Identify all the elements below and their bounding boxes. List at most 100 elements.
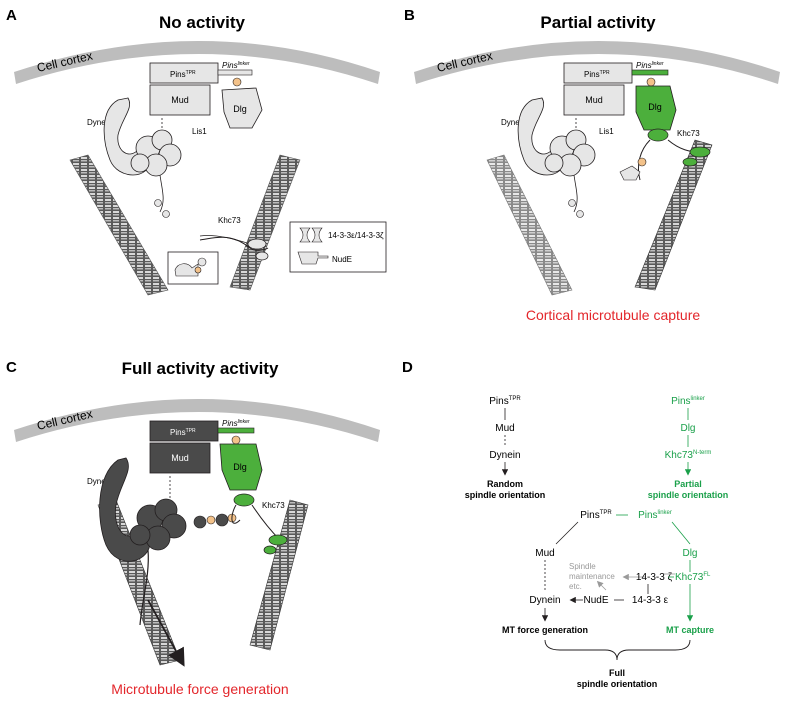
net-dynein: Dynein bbox=[529, 595, 560, 606]
nude-shape bbox=[619, 165, 641, 181]
panel-d: D PinsTPR Mud Dynein Random spindle orie… bbox=[402, 359, 728, 689]
dlg-label: Dlg bbox=[233, 104, 247, 114]
pins-linker-bar bbox=[631, 69, 669, 76]
dynein-label: Dynein bbox=[87, 118, 112, 127]
pins-linker-label: Pinslinker bbox=[222, 419, 250, 428]
mud-label: Mud bbox=[171, 95, 189, 105]
out-capture: MT capture bbox=[666, 625, 714, 635]
cortex-label: Cell cortex bbox=[36, 49, 94, 75]
khc73-head-1 bbox=[689, 146, 711, 158]
phospho-dot bbox=[232, 77, 242, 87]
dynein-head-2 bbox=[162, 210, 170, 218]
khc73-nterm bbox=[233, 493, 255, 507]
khc73-head-1 bbox=[247, 238, 267, 250]
net-edge-tpr-mud bbox=[555, 521, 579, 545]
panel-c-letter: C bbox=[6, 359, 17, 376]
force-arrow bbox=[147, 599, 185, 667]
khc73-label: Khc73 bbox=[262, 501, 285, 510]
microtubule-left bbox=[69, 154, 169, 296]
microtubule-right bbox=[249, 499, 309, 651]
dynein-head-2 bbox=[576, 210, 584, 218]
khc73-head-2 bbox=[255, 251, 269, 261]
khc73-coil-2 bbox=[251, 504, 281, 541]
net-edge-linker-dlg bbox=[671, 521, 691, 545]
pins-tpr-label: PinsTPR bbox=[584, 70, 610, 79]
net-spindle-2: maintenance bbox=[569, 572, 615, 581]
phospho-dot-2 bbox=[637, 157, 647, 167]
dynein-tail bbox=[573, 174, 578, 213]
pins-tpr-label: PinsTPR bbox=[170, 428, 196, 437]
khc73-coil bbox=[199, 236, 269, 251]
inset-phospho bbox=[194, 266, 202, 274]
chain-phospho-1 bbox=[206, 515, 216, 525]
inset-nude bbox=[174, 263, 199, 277]
net-khc: Khc73FL bbox=[675, 572, 711, 583]
panel-b-letter: B bbox=[404, 7, 415, 24]
khc73-coil bbox=[231, 504, 241, 524]
dlg-label: Dlg bbox=[648, 102, 662, 112]
net-edge-nude-spindle bbox=[596, 580, 607, 591]
mud-box bbox=[149, 442, 211, 474]
right-result-1: Partial bbox=[674, 479, 702, 489]
khc73-head-2 bbox=[682, 157, 698, 167]
dynein-label: Dynein bbox=[501, 118, 526, 127]
net-1433z: 14-3-3 ζ bbox=[636, 572, 673, 583]
microtubule-left bbox=[486, 154, 573, 296]
left-pins: PinsTPR bbox=[489, 396, 521, 407]
phospho-dot bbox=[231, 435, 241, 445]
pins-linker-bar bbox=[217, 427, 255, 434]
panel-c-title: Full activity activity bbox=[122, 359, 279, 378]
legend-nude-icon bbox=[297, 251, 329, 265]
dynein-label: Dynein bbox=[87, 477, 112, 486]
khc73-head-2 bbox=[263, 545, 277, 555]
dlg-label: Dlg bbox=[233, 462, 247, 472]
cell-cortex-band bbox=[14, 41, 380, 84]
right-dlg: Dlg bbox=[680, 423, 695, 434]
net-spindle-1: Spindle bbox=[569, 562, 596, 571]
khc73-label: Khc73 bbox=[677, 129, 700, 138]
inset-1433-a bbox=[197, 257, 207, 267]
legend-1433-icon bbox=[299, 227, 311, 243]
khc73-coil bbox=[637, 139, 651, 181]
right-pins: Pinslinker bbox=[671, 396, 705, 407]
mud-box bbox=[149, 84, 211, 116]
legend-nude-label: NudE bbox=[332, 255, 352, 264]
dynein-tail bbox=[159, 174, 164, 213]
left-result-2: spindle orientation bbox=[465, 490, 546, 500]
net-pins-linker: Pinslinker bbox=[638, 510, 672, 521]
dynein-motor bbox=[544, 129, 596, 177]
panel-a: A No activity Cell cortex PinsTPR Pinsli… bbox=[6, 7, 387, 296]
dlg-shape bbox=[635, 85, 677, 131]
net-mud: Mud bbox=[535, 548, 554, 559]
microtubule-right bbox=[634, 139, 713, 291]
cortex-label: Cell cortex bbox=[436, 49, 494, 75]
nude-chain-1 bbox=[193, 515, 207, 529]
pins-linker-label: Pinslinker bbox=[222, 61, 250, 70]
mud-box bbox=[563, 84, 625, 116]
panel-b-title: Partial activity bbox=[540, 13, 656, 32]
panel-b-caption: Cortical microtubule capture bbox=[526, 307, 701, 323]
net-1433e: 14-3-3 ε bbox=[632, 595, 669, 606]
khc73-head-1 bbox=[268, 534, 288, 546]
panel-b: B Partial activity Cell cortex PinsTPR P… bbox=[404, 7, 780, 323]
lis1-label: Lis1 bbox=[599, 127, 614, 136]
full-1: Full bbox=[609, 668, 625, 678]
dynein-motor bbox=[129, 498, 187, 551]
dynein-head-1 bbox=[568, 199, 576, 207]
lis1-label: Lis1 bbox=[192, 127, 207, 136]
panel-c-caption: Microtubule force generation bbox=[111, 681, 288, 697]
legend-1433-label: 14-3-3ε/14-3-3ζ bbox=[328, 231, 384, 240]
dynein-head-1 bbox=[154, 199, 162, 207]
mud-label: Mud bbox=[585, 95, 603, 105]
nude-chain-2 bbox=[215, 513, 229, 527]
inset-box bbox=[167, 251, 219, 285]
dynein-motor bbox=[130, 129, 182, 177]
right-khc: Khc73N-term bbox=[665, 450, 712, 461]
phospho-dot bbox=[646, 77, 656, 87]
dlg-shape bbox=[219, 443, 263, 491]
net-pins-tpr: PinsTPR bbox=[580, 510, 612, 521]
net-dlg: Dlg bbox=[682, 548, 697, 559]
panel-c: C Full activity activity Cell cortex Pin… bbox=[6, 359, 380, 697]
cell-cortex-band bbox=[14, 399, 380, 442]
